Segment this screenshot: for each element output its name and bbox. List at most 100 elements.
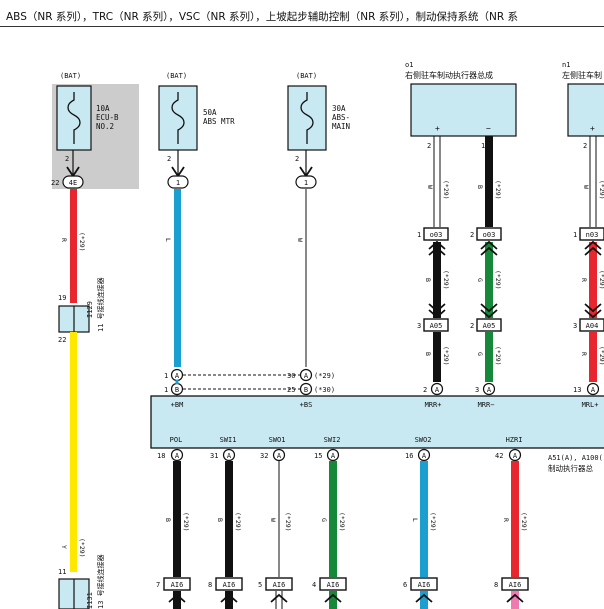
ecu-pin-3a-num: 3 — [475, 386, 479, 394]
wire-swo2-note: (*29) — [429, 512, 437, 532]
ecu-pin-42a-conn: A — [513, 452, 518, 460]
wire-swi2-green — [329, 461, 337, 577]
wire-red-note: (*29) — [78, 232, 86, 252]
ecu-pin-3a — [482, 382, 496, 396]
conn-a05-b — [476, 318, 502, 332]
actuator-o1-name: 右侧驻车制动执行器总成 — [405, 70, 493, 80]
wire-mrl-plus-lower-code: R — [580, 352, 588, 356]
conn-a05-b-pin: 2 — [470, 322, 474, 330]
wire-blue-code: L — [164, 238, 172, 242]
junction-i131-name: 13 号接线连接器 — [96, 554, 105, 609]
ecu-term-swo1: SWO1 — [269, 436, 286, 444]
conn-ai6-2-label: AI6 — [223, 581, 236, 589]
fuse-ecu-b-bat-label: (BAT) — [60, 72, 81, 80]
wire-swo1-code: W — [269, 518, 277, 522]
fuse-ecu-b-pin: 2 — [65, 155, 69, 163]
wire-mrl-plus-lower-note: (*29) — [598, 346, 604, 366]
conn-ai6-1-pin: 7 — [156, 581, 160, 589]
ecu-pin-13a-conn: A — [591, 386, 596, 394]
conn-ai6-6 — [501, 577, 529, 591]
wire-hzri-code: R — [502, 518, 510, 522]
ecu-pin-31a-conn: A — [227, 452, 232, 460]
ecu-pin-1b-conn: B — [175, 386, 179, 394]
wire-mrr-minus-lower-code: G — [476, 352, 484, 356]
fuse-ecu-b-icon — [67, 92, 81, 144]
conn-ai6-5-pin: 6 — [403, 581, 407, 589]
conn-a05-a — [423, 318, 449, 332]
ecu-term-hzri: HZRI — [506, 436, 523, 444]
wire-red-code: R — [60, 238, 68, 242]
wire-o1-minus — [485, 136, 493, 227]
actuator-o1-code: o1 — [405, 61, 413, 69]
conn-ai6-6-label: AI6 — [509, 581, 522, 589]
ecu-pin-32a-num: 32 — [260, 452, 268, 460]
ecu-pin-32a-conn: A — [277, 452, 282, 460]
conn-abs-mtr-label: 1 — [176, 179, 180, 187]
fuse-abs-main-name: ABS- — [332, 113, 350, 122]
actuator-o1-box — [410, 83, 517, 137]
wire-mrr-plus-black-lower — [433, 332, 441, 382]
actuator-o1-minus-pin: 1 — [481, 142, 485, 150]
fuse-ecu-b-rating: 10A — [96, 104, 110, 113]
conn-n03-label: n03 — [586, 231, 599, 239]
wire-hzri-red — [511, 461, 519, 577]
ecu-pin-18a-conn: A — [175, 452, 180, 460]
ecu-pin-30a — [299, 368, 313, 382]
junction-i129-top-pin: 19 — [58, 294, 66, 302]
conn-a04 — [579, 318, 604, 332]
wire-o1-plus-note: (*29) — [442, 180, 450, 200]
ecu-pin-2a-num: 2 — [423, 386, 427, 394]
junction-i131-id: I131 — [86, 592, 94, 609]
ecu-pin-13a-num: 13 — [573, 386, 581, 394]
ecu-term-bs: +BS — [300, 401, 313, 409]
ecu-term-bm: +BM — [171, 401, 184, 409]
conn-4e — [62, 175, 84, 189]
fuse-abs-main-pin: 2 — [295, 155, 299, 163]
wire-mrr-plus-black — [433, 242, 441, 318]
ecu-pin-15a — [326, 448, 340, 462]
wire-mrl-plus-code: R — [580, 278, 588, 282]
conn-abs-main-label: 1 — [304, 179, 308, 187]
conn-a05-b-label: A05 — [483, 322, 496, 330]
actuator-o1-minus: − — [486, 124, 491, 133]
ecu-pin-15a-conn: A — [331, 452, 336, 460]
wire-red — [70, 189, 77, 303]
fuse-abs-mtr-pin: 2 — [167, 155, 171, 163]
wire-yellow-code: Y — [60, 545, 68, 549]
conn-n03-pin: 1 — [573, 231, 577, 239]
ecu-pin-42a — [508, 448, 522, 462]
ecu-pin-1a-num: 1 — [164, 372, 168, 380]
ecu-pin-3a-conn: A — [487, 386, 492, 394]
ecu-pin-15a-num: 15 — [314, 452, 322, 460]
ecu-term-mrr-minus: MRR− — [478, 401, 495, 409]
conn-abs-main — [295, 175, 317, 189]
actuator-n1-name: 左侧驻车制 — [562, 70, 602, 80]
ecu-box — [150, 395, 604, 449]
conn-o03-a — [423, 227, 449, 241]
junction-i129-name: 11 号接线连接器 — [96, 277, 105, 332]
conn-ai6-3-label: AI6 — [273, 581, 286, 589]
wire-n1-code: W — [582, 185, 590, 189]
wire-pol-black — [173, 461, 181, 577]
ecu-pin-25b-conn: B — [304, 386, 308, 394]
ecu-connector-ref: A51(A), A100( — [548, 454, 603, 462]
ecu-pin-16a — [417, 448, 431, 462]
ecu-pin-30a-conn: A — [304, 372, 309, 380]
wire-mrl-plus-red-lower — [589, 332, 597, 382]
wire-n1-note: (*29) — [598, 180, 604, 200]
wire-mrl-plus-red — [589, 242, 597, 318]
conn-a04-label: A04 — [586, 322, 599, 330]
actuator-n1-code: n1 — [562, 61, 570, 69]
title-rule — [0, 26, 604, 27]
conn-abs-mtr — [167, 175, 189, 189]
ecu-pin-1a-conn: A — [175, 372, 180, 380]
wire-mrr-minus-note: (*29) — [494, 270, 502, 290]
wire-blue-abs-mtr — [174, 189, 181, 367]
wire-swi1-note: (*29) — [234, 512, 242, 532]
ecu-pin-42a-num: 42 — [495, 452, 503, 460]
actuator-o1-plus-pin: 2 — [427, 142, 431, 150]
junction-i131-top-pin: 11 — [58, 568, 66, 576]
ecu-term-swi2: SWI2 — [324, 436, 341, 444]
wire-mrr-minus-green-lower — [485, 332, 493, 382]
wire-mrr-plus-lower-code: B — [424, 352, 432, 356]
